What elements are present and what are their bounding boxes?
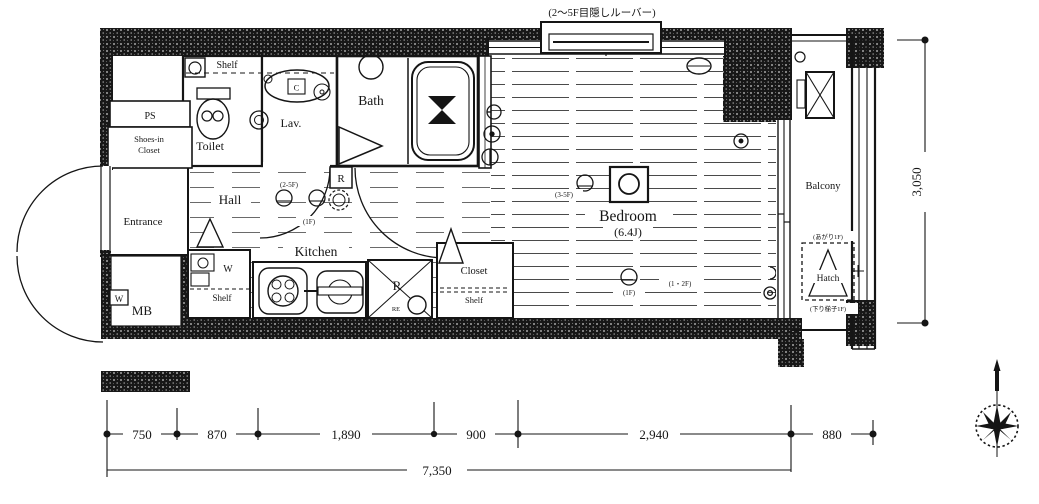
toilet-label: Toilet	[196, 139, 224, 153]
dim-bg	[813, 426, 851, 441]
lav-door-opening	[263, 162, 330, 169]
toilet-shelf-label: Shelf	[216, 60, 238, 71]
fridge-re-label: RE	[392, 306, 400, 313]
balcony-structure	[792, 34, 884, 350]
hatch-note-bg	[800, 231, 857, 241]
hall-label: Hall	[219, 192, 242, 207]
dim-900: 900	[466, 427, 486, 442]
dim-bg	[628, 426, 680, 441]
hatch-note-bg2	[798, 303, 858, 314]
hand-basin	[184, 57, 206, 78]
bedroom-size-bg	[603, 224, 653, 237]
dim-870: 870	[207, 427, 227, 442]
kitchen-label: Kitchen	[295, 244, 338, 259]
bedroom-lights	[576, 165, 650, 286]
dim-1890: 1,890	[331, 427, 360, 442]
washer-drain	[249, 110, 269, 130]
hall-light-note-1f: (1F)	[303, 218, 316, 226]
bedroom-label: Bedroom	[599, 208, 657, 225]
note-bg	[659, 277, 701, 288]
bedroom-label-bg	[585, 207, 673, 222]
hall-light-note: (2-5F)	[280, 181, 299, 189]
compass-north-icon	[975, 359, 1019, 457]
remote-box	[329, 166, 353, 189]
dim-bg	[407, 462, 467, 477]
note-bg	[545, 189, 583, 199]
dim-bg	[320, 426, 372, 441]
dim-750: 750	[132, 427, 152, 442]
hall-label-bg	[211, 191, 251, 205]
bathtub	[411, 61, 475, 161]
vanity-cabinet-label: C	[294, 83, 300, 93]
remote-label: R	[337, 173, 345, 185]
ps-label: PS	[144, 111, 155, 122]
dim-bg	[198, 426, 236, 441]
bath-label: Bath	[358, 93, 384, 108]
note-bg	[613, 287, 645, 297]
shoes-closet-box	[107, 126, 193, 169]
balcony-label: Balcony	[806, 181, 842, 192]
bedroom-light-note-1f: (1F)	[623, 289, 636, 297]
louver-note: (2〜5F目隠しルーバー)	[548, 7, 656, 19]
hatch-note-top: (あがり1F)	[813, 232, 843, 241]
dim-2940: 2,940	[639, 427, 668, 442]
ps-box	[109, 100, 191, 128]
mb-w-box	[109, 289, 129, 306]
entrance-door-opening	[99, 166, 112, 250]
mb-label: MB	[132, 303, 153, 318]
balcony-sliding-door	[776, 120, 792, 318]
bath-folding-door	[338, 125, 384, 166]
bedroom-light-note: (3-5F)	[555, 191, 574, 199]
mb-w-label: W	[115, 294, 124, 304]
dim-bg-v	[909, 152, 926, 212]
closet-door-mark	[438, 226, 464, 264]
kitchen-counter	[252, 261, 367, 319]
hatch-label-bg	[808, 270, 848, 283]
shoes-closet-label-2: Closet	[138, 145, 160, 155]
laundry-shelf-label: Shelf	[213, 293, 232, 303]
bedroom-size-label: (6.4J)	[614, 225, 642, 239]
toilet-fixture	[196, 87, 231, 140]
shelf-label-bg	[206, 58, 248, 70]
shower-fixture	[358, 54, 384, 80]
closet-shelf-bg	[455, 294, 493, 305]
ac-unit	[794, 51, 835, 119]
shoes-closet-label-1: Shoes-in	[134, 134, 165, 144]
note-bg	[296, 216, 323, 226]
vanity-fixture	[263, 69, 331, 103]
hatch-note-bottom: (下り梯子1F)	[810, 304, 846, 313]
dim-bg	[123, 426, 161, 441]
fridge-space	[367, 259, 433, 319]
entrance-label: Entrance	[123, 216, 162, 228]
closet-label: Closet	[461, 266, 488, 277]
laundry-w-label: W	[223, 264, 233, 275]
laundry-door-mark	[195, 217, 225, 248]
note-bg	[271, 179, 308, 189]
dim-total-width: 7,350	[422, 463, 451, 478]
lav-label: Lav.	[281, 116, 302, 130]
dim-bg	[457, 426, 495, 441]
louver-window	[540, 21, 662, 54]
closet-shelf-label: Shelf	[465, 295, 483, 305]
dim-total-height: 3,050	[909, 167, 924, 196]
dim-880: 880	[822, 427, 842, 442]
laundry-unit	[187, 249, 251, 319]
kitchen-label-bg	[283, 243, 349, 257]
wall-switches	[481, 104, 777, 300]
fridge-label: R	[393, 278, 402, 293]
hatch-label: Hatch	[817, 274, 840, 284]
hall-lights	[275, 189, 350, 211]
bedroom-light-note-12f: (1・2F)	[669, 280, 692, 288]
